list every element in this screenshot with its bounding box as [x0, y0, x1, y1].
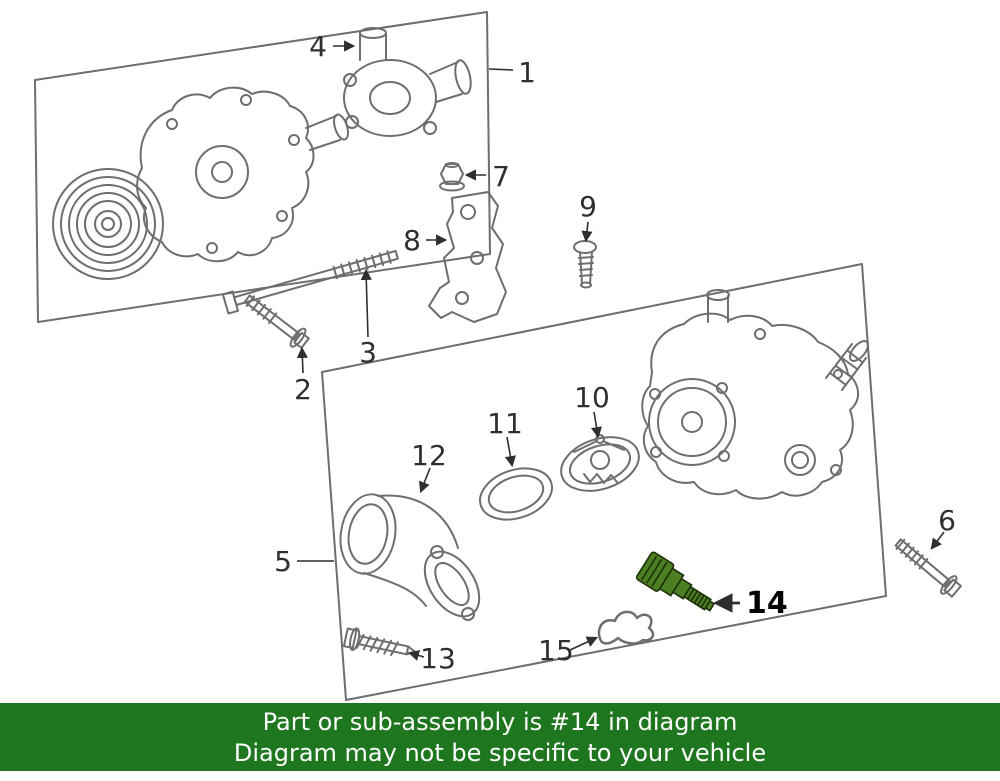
notice-line-2: Diagram may not be specific to your vehi…: [233, 738, 767, 767]
thermostat-illustration: [560, 434, 640, 492]
notice-line-1: Part or sub-assembly is #14 in diagram: [262, 707, 738, 736]
callout-5: 5: [274, 545, 292, 578]
arrow-13: [407, 650, 425, 661]
callout-4: 4: [309, 30, 327, 63]
clip-illustration: [597, 610, 655, 645]
leader-1: [488, 68, 514, 71]
callout-13: 13: [420, 642, 456, 675]
callout-1: 1: [518, 56, 536, 89]
upper-housing-illustration: [343, 27, 472, 137]
bolt-6-illustration: [894, 538, 962, 598]
callout-3: 3: [359, 336, 377, 369]
notice-banner: Part or sub-assembly is #14 in diagram D…: [0, 703, 1000, 771]
callout-6: 6: [938, 504, 956, 537]
arrow-12: [419, 467, 431, 494]
seal-ring-illustration: [479, 467, 553, 521]
stud-illustration: [221, 250, 399, 315]
callout-7: 7: [492, 160, 510, 193]
bolt-9-illustration: [573, 240, 597, 289]
assembly-box-5: [321, 263, 887, 701]
nut-illustration: [439, 162, 465, 192]
callout-2: 2: [294, 373, 312, 406]
arrow-10: [591, 411, 603, 439]
arrow-11: [504, 436, 516, 468]
bolt-2-illustration: [243, 294, 310, 349]
arrow-2: [296, 346, 308, 374]
lower-housing-illustration: [641, 289, 869, 500]
callout-labels: 1 2 3 4 5 6 7 8 9 10 11 12 13 15: [274, 30, 956, 675]
outlet-elbow-illustration: [339, 493, 481, 621]
arrow-9: [581, 221, 593, 243]
callout-leaders: [296, 40, 945, 661]
line-art-layer: [34, 11, 962, 701]
highlighted-part-14-sensor: [635, 551, 716, 612]
bracket-illustration: [428, 191, 507, 323]
arrow-6: [930, 531, 945, 550]
callout-15: 15: [538, 634, 574, 667]
callout-9: 9: [579, 190, 597, 223]
callout-12: 12: [411, 439, 447, 472]
water-pump-illustration: [52, 86, 349, 280]
callout-11: 11: [487, 407, 523, 440]
arrow-3: [360, 268, 372, 338]
assembly-box-1: [34, 11, 491, 323]
callout-8: 8: [403, 224, 421, 257]
parts-diagram: 1 2 3 4 5 6 7 8 9 10 11 12 13 15 14: [34, 11, 962, 701]
arrow-15: [569, 636, 599, 651]
callout-10: 10: [574, 381, 610, 414]
screw-illustration: [342, 627, 417, 657]
callout-14-highlighted: 14: [746, 586, 788, 621]
